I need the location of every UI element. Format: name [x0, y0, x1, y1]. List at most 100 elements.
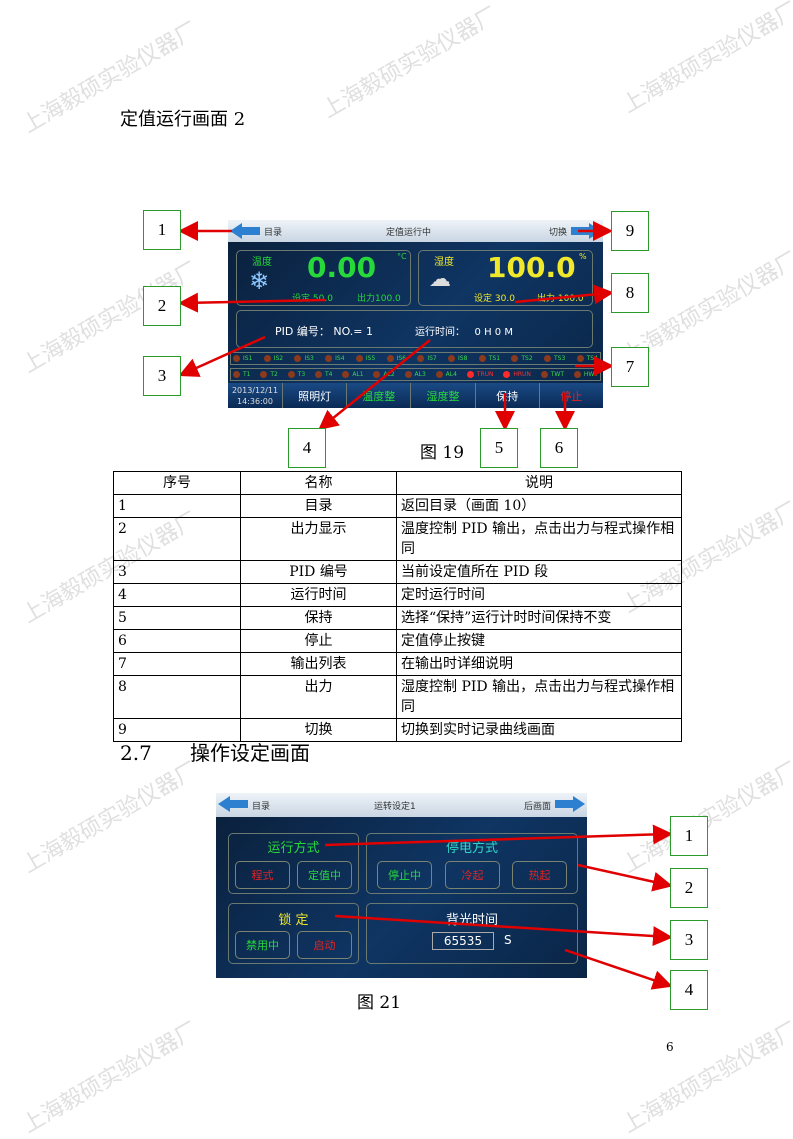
- page-number: 6: [666, 1040, 674, 1054]
- next-screen-link[interactable]: 后画面: [523, 802, 551, 812]
- stop-button[interactable]: 停止: [560, 389, 583, 403]
- indicator: AL2: [373, 371, 395, 378]
- indicator-lamp-icon: [573, 371, 581, 378]
- indicator-lamp-icon: [404, 371, 412, 378]
- humid-tune-button[interactable]: 湿度整: [411, 383, 476, 408]
- figure-caption: 图 19: [420, 443, 465, 463]
- menu-link[interactable]: 目录: [264, 228, 283, 238]
- indicator-lamp-icon: [466, 371, 474, 378]
- callout-f21-1: 1: [670, 816, 708, 856]
- switch-link[interactable]: 切换: [548, 228, 567, 238]
- indicator: T3: [287, 371, 305, 378]
- indicator: TS1: [478, 355, 500, 362]
- arrow-f21-2: [577, 863, 673, 892]
- humid-label: 湿度: [434, 257, 454, 268]
- indicator: AL1: [342, 371, 364, 378]
- hold-button[interactable]: 保持: [476, 383, 540, 408]
- light-button[interactable]: 照明灯: [283, 383, 348, 408]
- back-arrow-icon[interactable]: [218, 796, 248, 812]
- indicator: IS3: [294, 355, 314, 362]
- indicator-lamp-icon: [448, 355, 456, 362]
- snow-cloud-icon: ☁: [429, 267, 451, 292]
- callout-2: 2: [143, 286, 181, 326]
- indicator: IS8: [448, 355, 467, 362]
- hot-start-button[interactable]: 热起: [512, 861, 567, 889]
- indicator: IS7: [417, 355, 437, 362]
- temp-value: 0.00: [307, 251, 377, 284]
- indicator-lamp-icon: [314, 371, 322, 378]
- backlight-unit: S: [504, 933, 512, 947]
- back-arrow-icon[interactable]: [230, 223, 260, 239]
- watermark: 上海毅硕实验仪器厂: [318, 2, 503, 124]
- indicator-lamp-icon: [263, 355, 271, 362]
- menu-link[interactable]: 目录: [252, 802, 271, 812]
- indicator: IS4: [325, 355, 345, 362]
- run-time: 运行时间： 0 H 0 M: [415, 327, 513, 338]
- figure-caption: 图 21: [357, 993, 402, 1013]
- indicator-lamp-icon: [503, 371, 511, 378]
- indicator-lamp-icon: [260, 371, 268, 378]
- indicator: AL3: [404, 371, 426, 378]
- run-mode-panel: 运行方式 程式 定值中: [228, 833, 359, 894]
- indicator-lamp-icon: [233, 371, 240, 378]
- indicator-lamp-icon: [325, 355, 333, 362]
- callout-f21-3: 3: [670, 920, 708, 960]
- indicator: T1: [233, 371, 250, 378]
- temp-setting: 设定 50.0: [292, 294, 333, 304]
- lock-disabled-button[interactable]: 禁用中: [235, 931, 290, 959]
- indicator: AL4: [435, 371, 457, 378]
- indicator: HWT: [573, 371, 598, 378]
- callout-7: 7: [611, 347, 649, 387]
- callout-6: 6: [540, 428, 578, 468]
- callout-4: 4: [288, 428, 326, 468]
- program-button[interactable]: 程式: [235, 861, 290, 889]
- callout-3: 3: [143, 356, 181, 396]
- indicator-lamp-icon: [342, 371, 350, 378]
- indicator-lamp-icon: [386, 355, 394, 362]
- indicator-lamp-icon: [511, 355, 519, 362]
- temp-unit: °C: [397, 252, 407, 261]
- indicator: TRUN: [466, 371, 493, 378]
- forward-arrow-icon[interactable]: [571, 223, 601, 239]
- cold-start-button[interactable]: 冷起: [445, 861, 500, 889]
- fixed-value-button[interactable]: 定值中: [297, 861, 352, 889]
- stop-mode-button[interactable]: 停止中: [377, 861, 432, 889]
- indicator-lamp-icon: [576, 355, 584, 362]
- humid-setting: 设定 30.0: [474, 294, 515, 304]
- indicator: IS1: [233, 355, 252, 362]
- pid-number: PID 编号： NO.= 1: [275, 325, 374, 338]
- indicator-lamp-icon: [373, 371, 381, 378]
- lock-enable-button[interactable]: 启动: [297, 931, 352, 959]
- indicator: T2: [260, 371, 278, 378]
- indicator: IS6: [386, 355, 406, 362]
- indicator-lamp-icon: [478, 355, 486, 362]
- temp-output[interactable]: 出力100.0: [357, 294, 401, 304]
- watermark: 上海毅硕实验仪器厂: [618, 0, 793, 119]
- callout-5: 5: [480, 428, 518, 468]
- temp-tune-button[interactable]: 温度整: [347, 383, 412, 408]
- section-heading: 2.7 操作设定画面: [120, 741, 310, 765]
- humid-output[interactable]: 出力 100.0: [537, 294, 584, 304]
- snowflake-icon: ❄: [249, 267, 270, 295]
- backlight-time-input[interactable]: 65535: [432, 932, 494, 950]
- indicator-lamp-icon: [294, 355, 302, 362]
- forward-arrow-icon[interactable]: [555, 796, 585, 812]
- lock-panel: 锁 定 禁用中 启动: [228, 903, 359, 964]
- temperature-panel: 温度 ❄ 0.00 °C 设定 50.0 出力100.0: [236, 250, 411, 306]
- indicator: T4: [314, 371, 332, 378]
- callout-1: 1: [143, 210, 181, 250]
- section-title: 定值运行画面 2: [120, 109, 246, 130]
- indicator: HRUN: [503, 371, 531, 378]
- indicator-lamp-icon: [233, 355, 240, 362]
